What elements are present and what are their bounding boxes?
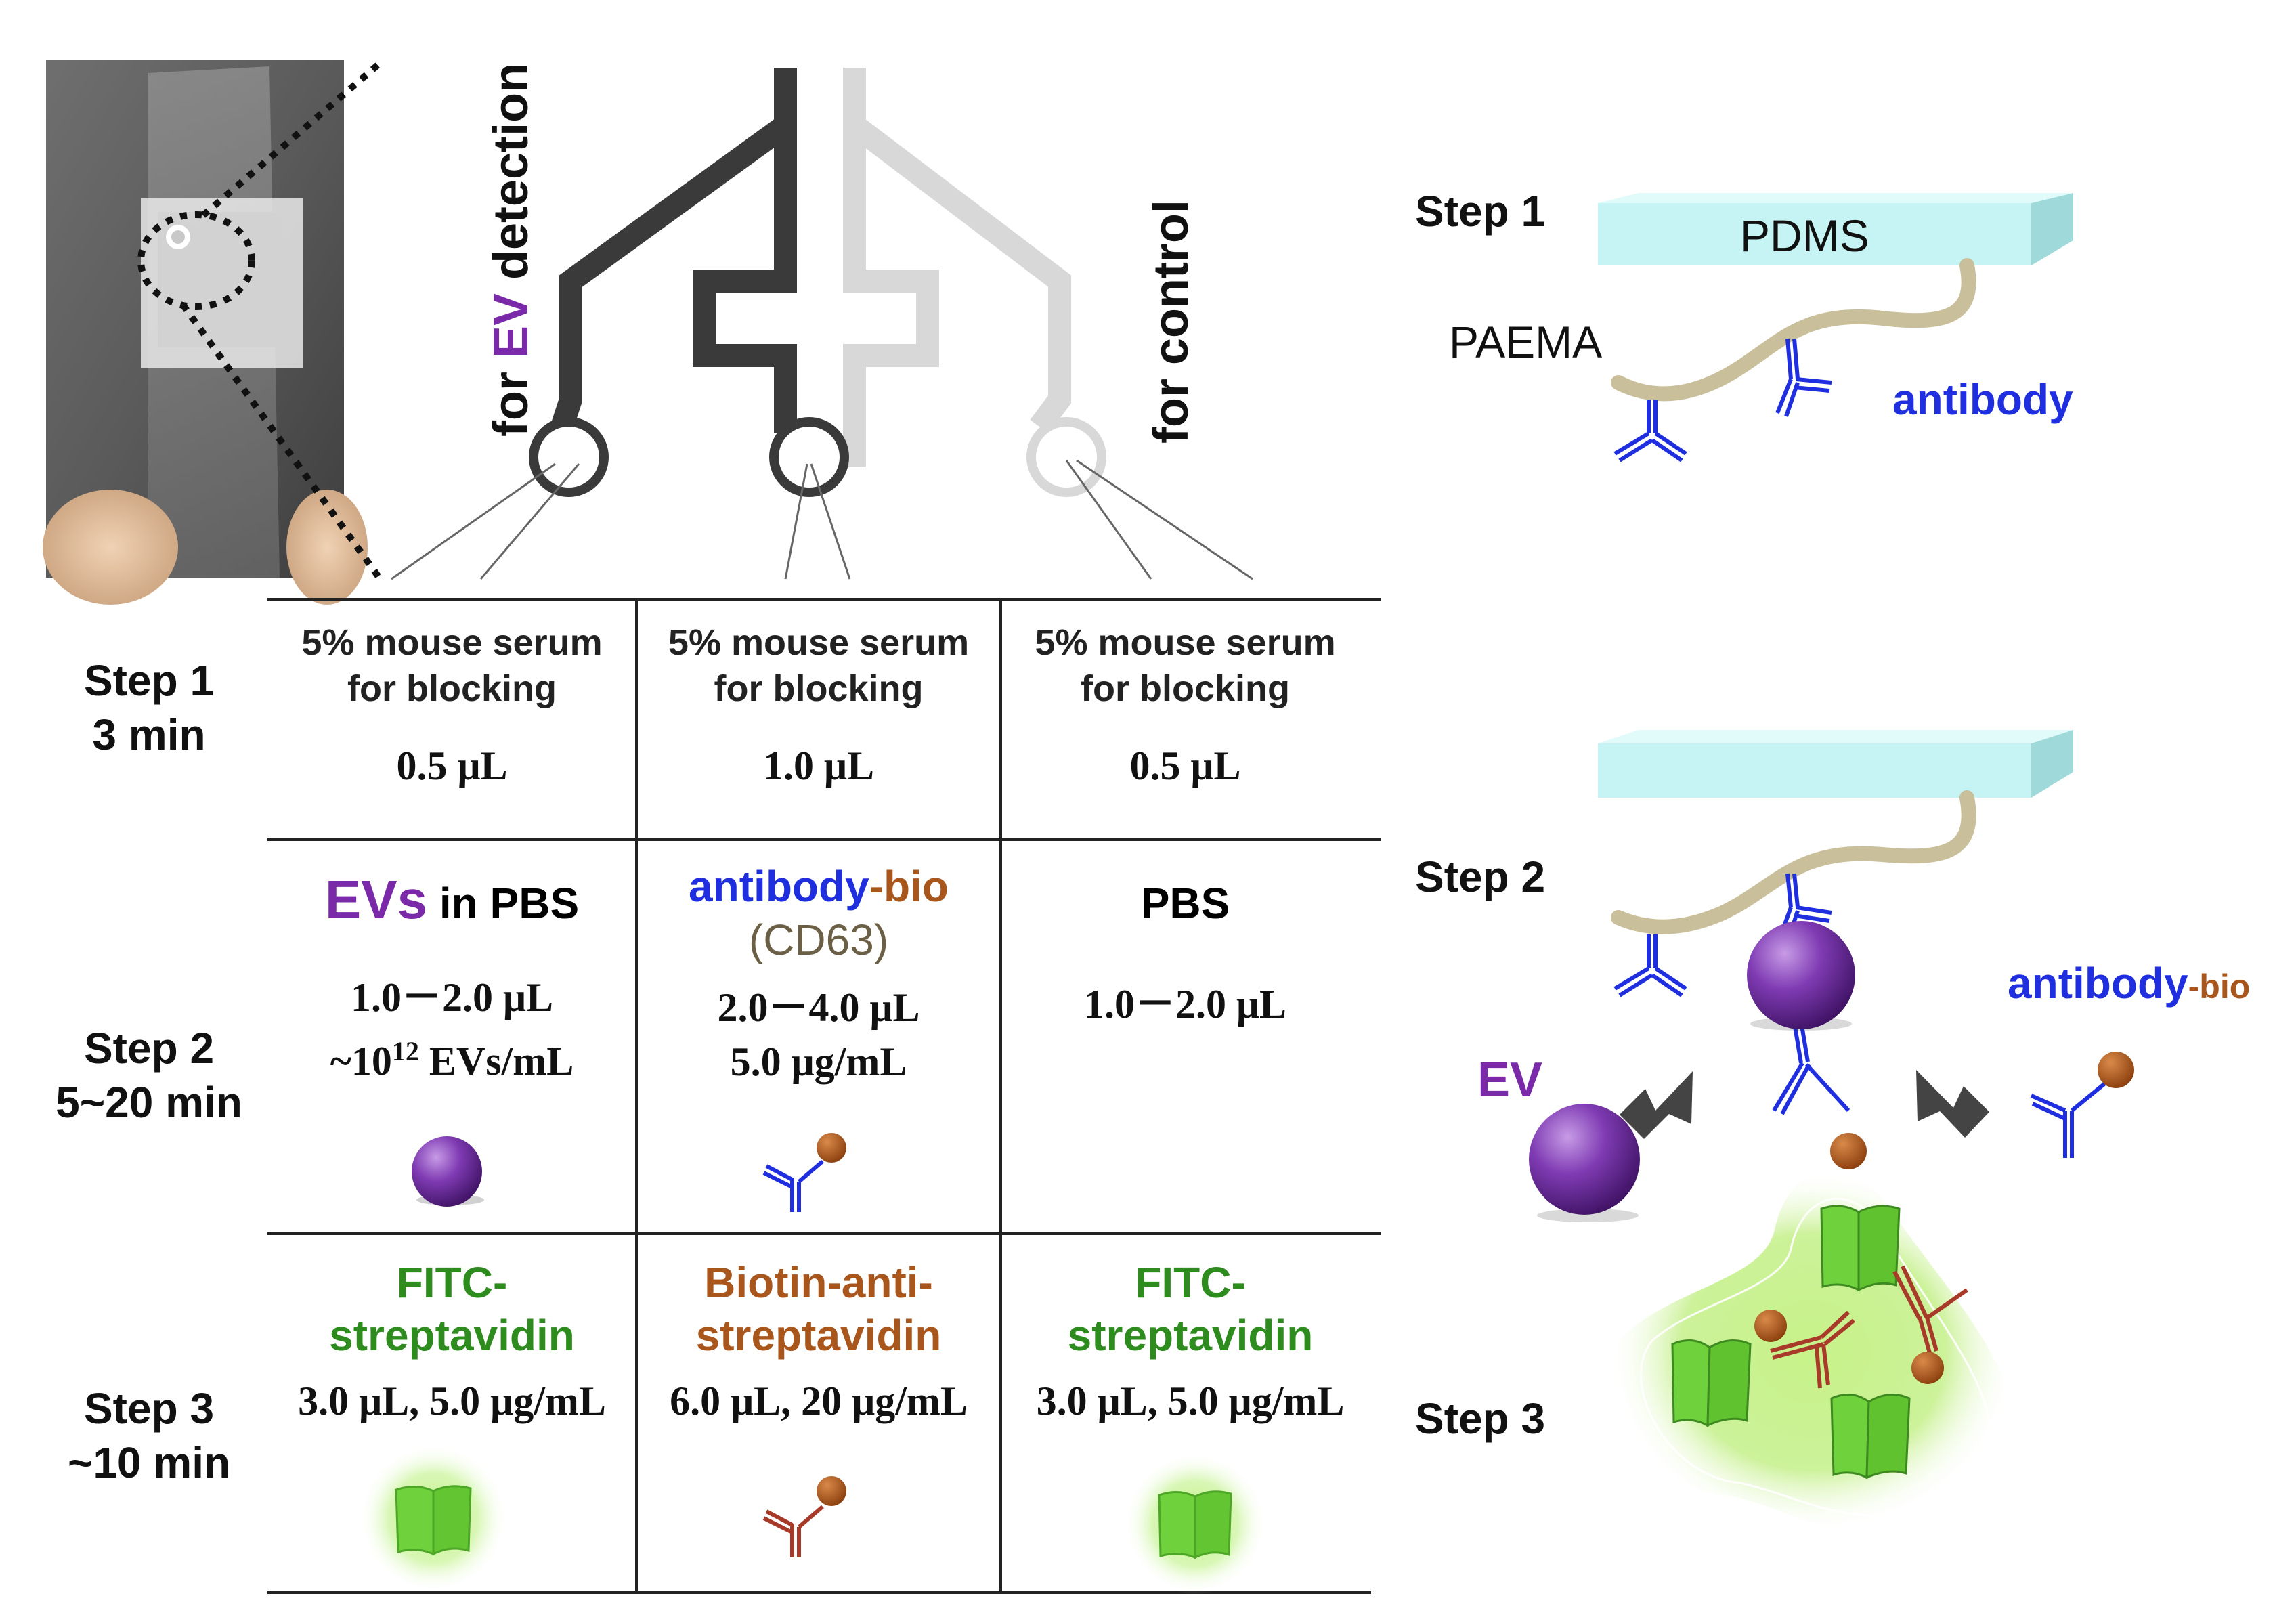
cell-r2-c2-title-antibody: antibody (689, 862, 869, 911)
row2-time: 5~20 min (56, 1078, 242, 1127)
cell-r2-c1-line2-pre: ~10 (330, 1039, 392, 1083)
cell-r1-c2-line2: for blocking (714, 668, 924, 709)
cell-r3-c1-line1: 3.0 μL, 5.0 μg/mL (298, 1379, 606, 1423)
cell-r1-c3: 5% mouse serum for blocking 0.5 μL (1001, 620, 1370, 793)
cell-r1-c2-line1: 5% mouse serum (668, 622, 970, 663)
row-label-step1: Step 1 3 min (41, 653, 257, 762)
pdms-label: PDMS (1740, 211, 1869, 261)
antibody-bio-label-bio: -bio (2188, 968, 2251, 1006)
cell-r2-c3-title: PBS (1140, 879, 1230, 928)
cell-r1-c1-line2: for blocking (347, 668, 557, 709)
row3-step: Step 3 (83, 1384, 215, 1433)
cell-r3-c2-title1: Biotin-anti- (704, 1258, 933, 1307)
cell-r2-c1: EVs in PBS 1.0－2.0 μL ~1012 EVs/mL (267, 873, 636, 1088)
row-label-step2: Step 2 5~20 min (41, 1021, 257, 1129)
schematic-step3-label: Step 3 (1415, 1394, 1546, 1443)
fitc-streptavidin-icon-left (359, 1444, 508, 1593)
schematic-step2-label: Step 2 (1415, 853, 1546, 901)
cell-r3-c3-title1: FITC- (1135, 1258, 1246, 1307)
biotin-icon (817, 1133, 846, 1163)
biotin-anti-streptavidin-icon (762, 1505, 824, 1557)
cell-r3-c1-title1: FITC- (396, 1258, 508, 1307)
biotin-icon-2 (817, 1476, 846, 1506)
row1-time: 3 min (92, 710, 206, 759)
cell-r2-c1-title-evs: EVs (324, 869, 428, 930)
cell-r3-c2-line1: 6.0 μL, 20 μg/mL (670, 1379, 968, 1423)
cell-r3-c1: FITC- streptavidin 3.0 μL, 5.0 μg/mL (267, 1256, 636, 1428)
cell-r1-c1: 5% mouse serum for blocking 0.5 μL (267, 620, 636, 793)
row1-step: Step 1 (83, 656, 215, 705)
cell-r2-c2: antibody-bio (CD63) 2.0－4.0 μL 5.0 μg/mL (636, 860, 1001, 1089)
row2-step: Step 2 (83, 1024, 215, 1073)
cell-r2-c2-title: antibody-bio (636, 860, 1001, 913)
cell-r1-c2-volume: 1.0 μL (762, 743, 875, 788)
cell-r1-c2: 5% mouse serum for blocking 1.0 μL (636, 620, 1001, 793)
cell-r1-c1-volume: 0.5 μL (396, 743, 508, 788)
row-label-step3: Step 3 ~10 min (41, 1381, 257, 1490)
antibody-bio-icon (762, 1159, 824, 1212)
cell-r2-c3: PBS 1.0－2.0 μL (1001, 877, 1370, 1031)
chip-photo (43, 60, 368, 605)
cell-r2-c1-title-pbs: in PBS (427, 879, 580, 928)
antibody-bio-label-antibody: antibody (2008, 959, 2188, 1008)
cell-r3-c3-line1: 3.0 μL, 5.0 μg/mL (1036, 1379, 1345, 1423)
cell-r3-c2-title2: streptavidin (695, 1311, 942, 1360)
antibody-label: antibody (1892, 375, 2073, 424)
cell-r2-c1-line2-post: EVs/mL (418, 1039, 574, 1083)
cell-r2-c2-line2: 5.0 μg/mL (730, 1039, 907, 1084)
cell-r2-c2-title-bio: -bio (869, 862, 949, 911)
cell-r1-c3-volume: 0.5 μL (1129, 743, 1241, 788)
cell-r2-c3-line1: 1.0－2.0 μL (1083, 982, 1287, 1027)
paema-label: PAEMA (1449, 317, 1603, 367)
cell-r2-c1-line2: ~1012 EVs/mL (267, 1025, 636, 1088)
cell-r3-c2: Biotin-anti- streptavidin 6.0 μL, 20 μg/… (636, 1256, 1001, 1428)
antibody-bio-label: antibody-bio (2008, 956, 2250, 1014)
ev-particle-icon (412, 1136, 484, 1207)
cell-r3-c3-title2: streptavidin (1067, 1311, 1314, 1360)
cell-r2-c2-sub: (CD63) (748, 915, 889, 964)
cell-r2-c1-title: EVs in PBS (267, 873, 636, 930)
cell-r2-c2-line1: 2.0－4.0 μL (717, 985, 920, 1030)
cell-r3-c3: FITC- streptavidin 3.0 μL, 5.0 μg/mL (1001, 1256, 1380, 1428)
cell-r3-c1-title2: streptavidin (329, 1311, 575, 1360)
cell-r2-c1-line2-sup: 12 (391, 1036, 419, 1066)
fitc-streptavidin-icon-right (1124, 1452, 1266, 1595)
cell-r1-c3-line2: for blocking (1081, 668, 1290, 709)
ev-label: EV (1477, 1053, 1543, 1107)
cell-r1-c1-line1: 5% mouse serum (301, 622, 603, 663)
row3-time: ~10 min (67, 1438, 231, 1487)
cell-r2-c1-line1: 1.0－2.0 μL (350, 975, 554, 1020)
schematic-step1-label: Step 1 (1415, 187, 1546, 236)
cell-r1-c3-line1: 5% mouse serum (1035, 622, 1336, 663)
